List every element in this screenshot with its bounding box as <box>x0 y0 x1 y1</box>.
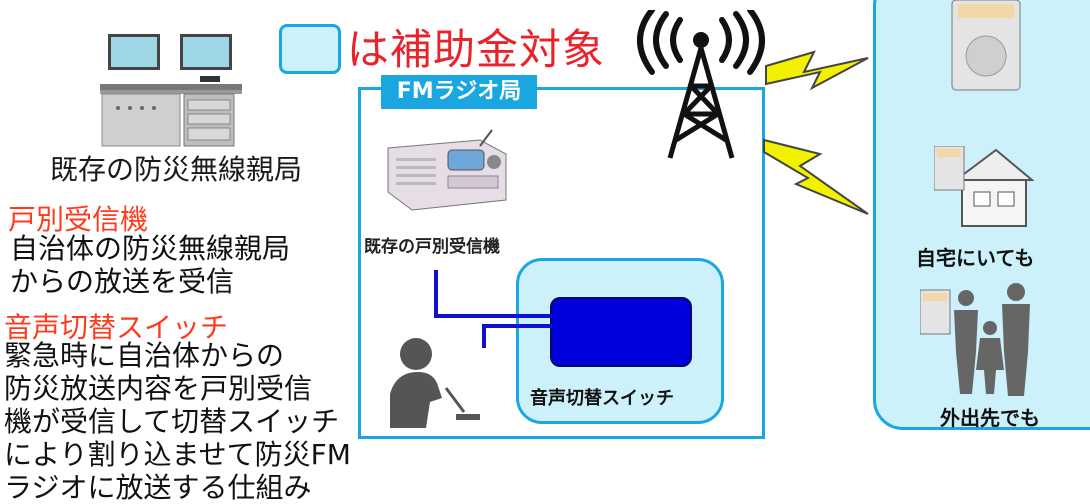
subsidy-legend-text: は補助金対象 <box>347 25 606 74</box>
receiver-desc-line: 自治体の防災無線親局 <box>10 232 291 265</box>
switch-desc-line: 防災放送内容を戸別受信 <box>4 372 313 405</box>
subsidy-legend-swatch <box>279 24 341 74</box>
desk-receiver-icon <box>387 129 507 211</box>
audio-switch-device <box>550 297 692 367</box>
receiver-desc-line: からの放送を受信 <box>10 265 235 298</box>
outside-label: 外出先でも <box>940 406 1040 430</box>
switch-desc-line: ラジオに放送する仕組み <box>4 471 312 504</box>
house-icon <box>934 146 1034 227</box>
fm-station-tab: FMラジオ局 <box>381 75 537 109</box>
switch-heading: 音声切替スイッチ <box>4 311 229 344</box>
switch-desc-line: により割り込ませて防災FM <box>4 438 351 471</box>
control-console-icon <box>100 34 242 147</box>
receiver-heading: 戸別受信機 <box>8 203 149 236</box>
audio-switch-label: 音声切替スイッチ <box>530 388 674 409</box>
family-icon <box>920 283 1030 396</box>
switch-desc-line: 緊急時に自治体からの <box>4 339 285 372</box>
switch-desc-line: 機が受信して切替スイッチ <box>4 405 340 438</box>
radio-device-icon <box>951 0 1021 91</box>
existing-receiver-label: 既存の戸別受信機 <box>364 237 500 257</box>
at-home-label: 自宅にいても <box>916 246 1035 270</box>
existing-station-caption: 既存の防災無線親局 <box>50 153 303 186</box>
announcer-icon <box>390 338 480 428</box>
lightning-icon <box>763 50 869 215</box>
receiver-description: 自治体の防災無線親局 からの放送を受信 <box>10 232 290 298</box>
switch-description: 緊急時に自治体からの 防災放送内容を戸別受信 機が受信して切替スイッチ により割… <box>4 339 351 504</box>
signal-wires <box>434 270 552 348</box>
radio-tower-icon <box>637 10 765 159</box>
